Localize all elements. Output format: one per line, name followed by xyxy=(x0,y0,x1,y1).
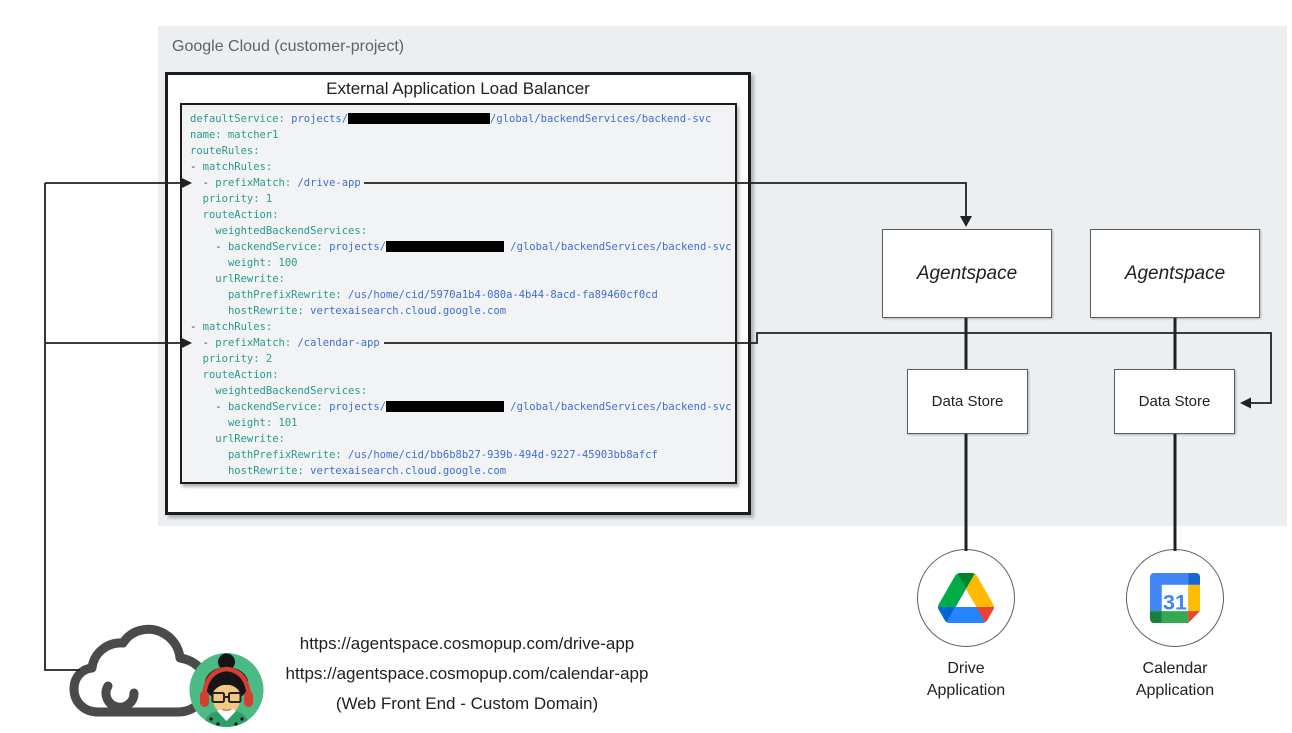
code-line: - prefixMatch: /calendar-app xyxy=(190,337,380,349)
google-calendar-icon: 31 xyxy=(1150,573,1200,623)
agentspace-label: Agentspace xyxy=(1124,262,1226,284)
code-line: - backendService: projects/ /global/back… xyxy=(190,400,732,413)
code-line: priority: 2 xyxy=(202,353,273,365)
data-store-label: Data Store xyxy=(1138,393,1211,410)
redacted-project-id xyxy=(348,112,491,124)
code-line: hostRewrite: vertexaisearch.cloud.google… xyxy=(227,465,507,477)
calendar-application-node: 31 xyxy=(1126,549,1224,647)
agentspace-box-drive: Agentspace xyxy=(882,229,1052,318)
code-line: name: matcher1 xyxy=(190,129,279,141)
code-line: priority: 1 xyxy=(202,193,273,205)
code-line: weight: 100 xyxy=(227,257,298,269)
code-line: routeAction: xyxy=(202,209,279,221)
google-drive-icon xyxy=(938,573,994,623)
code-line: urlRewrite: xyxy=(215,433,285,445)
user-avatar-icon xyxy=(189,653,264,727)
connector-client-elbow xyxy=(44,183,80,671)
code-line: pathPrefixRewrite: /us/home/cid/5970a1b4… xyxy=(227,289,658,301)
lb-url-map-code: defaultService: projects//global/backend… xyxy=(180,103,737,484)
code-line: - matchRules: xyxy=(190,161,273,173)
code-line: pathPrefixRewrite: /us/home/cid/bb6b8b27… xyxy=(227,449,658,461)
code-line: routeRules: xyxy=(190,145,260,157)
redacted-project-id xyxy=(385,400,504,412)
code-line: routeAction: xyxy=(202,369,279,381)
data-store-label: Data Store xyxy=(931,393,1004,410)
drive-app-url: https://agentspace.cosmopup.com/drive-ap… xyxy=(299,634,635,653)
data-store-box-drive: Data Store xyxy=(907,369,1028,434)
code-line: defaultService: projects//global/backend… xyxy=(190,112,712,125)
data-store-box-calendar: Data Store xyxy=(1114,369,1235,434)
calendar-application-label: Calendar Application xyxy=(1135,660,1215,699)
google-cloud-container-label: Google Cloud (customer-project) xyxy=(172,38,405,55)
code-line: weightedBackendServices: xyxy=(215,385,368,397)
load-balancer-title: External Application Load Balancer xyxy=(326,79,590,98)
redacted-project-id xyxy=(385,240,504,252)
code-line: - prefixMatch: /drive-app xyxy=(190,177,361,189)
agentspace-label: Agentspace xyxy=(916,262,1018,284)
code-line: hostRewrite: vertexaisearch.cloud.google… xyxy=(227,305,507,317)
code-line: weight: 101 xyxy=(227,417,298,429)
drive-application-label: Drive Application xyxy=(926,660,1006,699)
web-front-end-caption: (Web Front End - Custom Domain) xyxy=(335,694,599,713)
code-line: - backendService: projects/ /global/back… xyxy=(190,240,732,253)
code-line: urlRewrite: xyxy=(215,273,285,285)
calendar-day-number: 31 xyxy=(1163,591,1187,615)
drive-application-node xyxy=(917,549,1015,647)
client-url-block: https://agentspace.cosmopup.com/drive-ap… xyxy=(268,629,666,719)
code-line: - matchRules: xyxy=(190,321,273,333)
agentspace-box-calendar: Agentspace xyxy=(1090,229,1260,318)
code-line: weightedBackendServices: xyxy=(215,225,368,237)
calendar-app-url: https://agentspace.cosmopup.com/calendar… xyxy=(285,664,649,683)
